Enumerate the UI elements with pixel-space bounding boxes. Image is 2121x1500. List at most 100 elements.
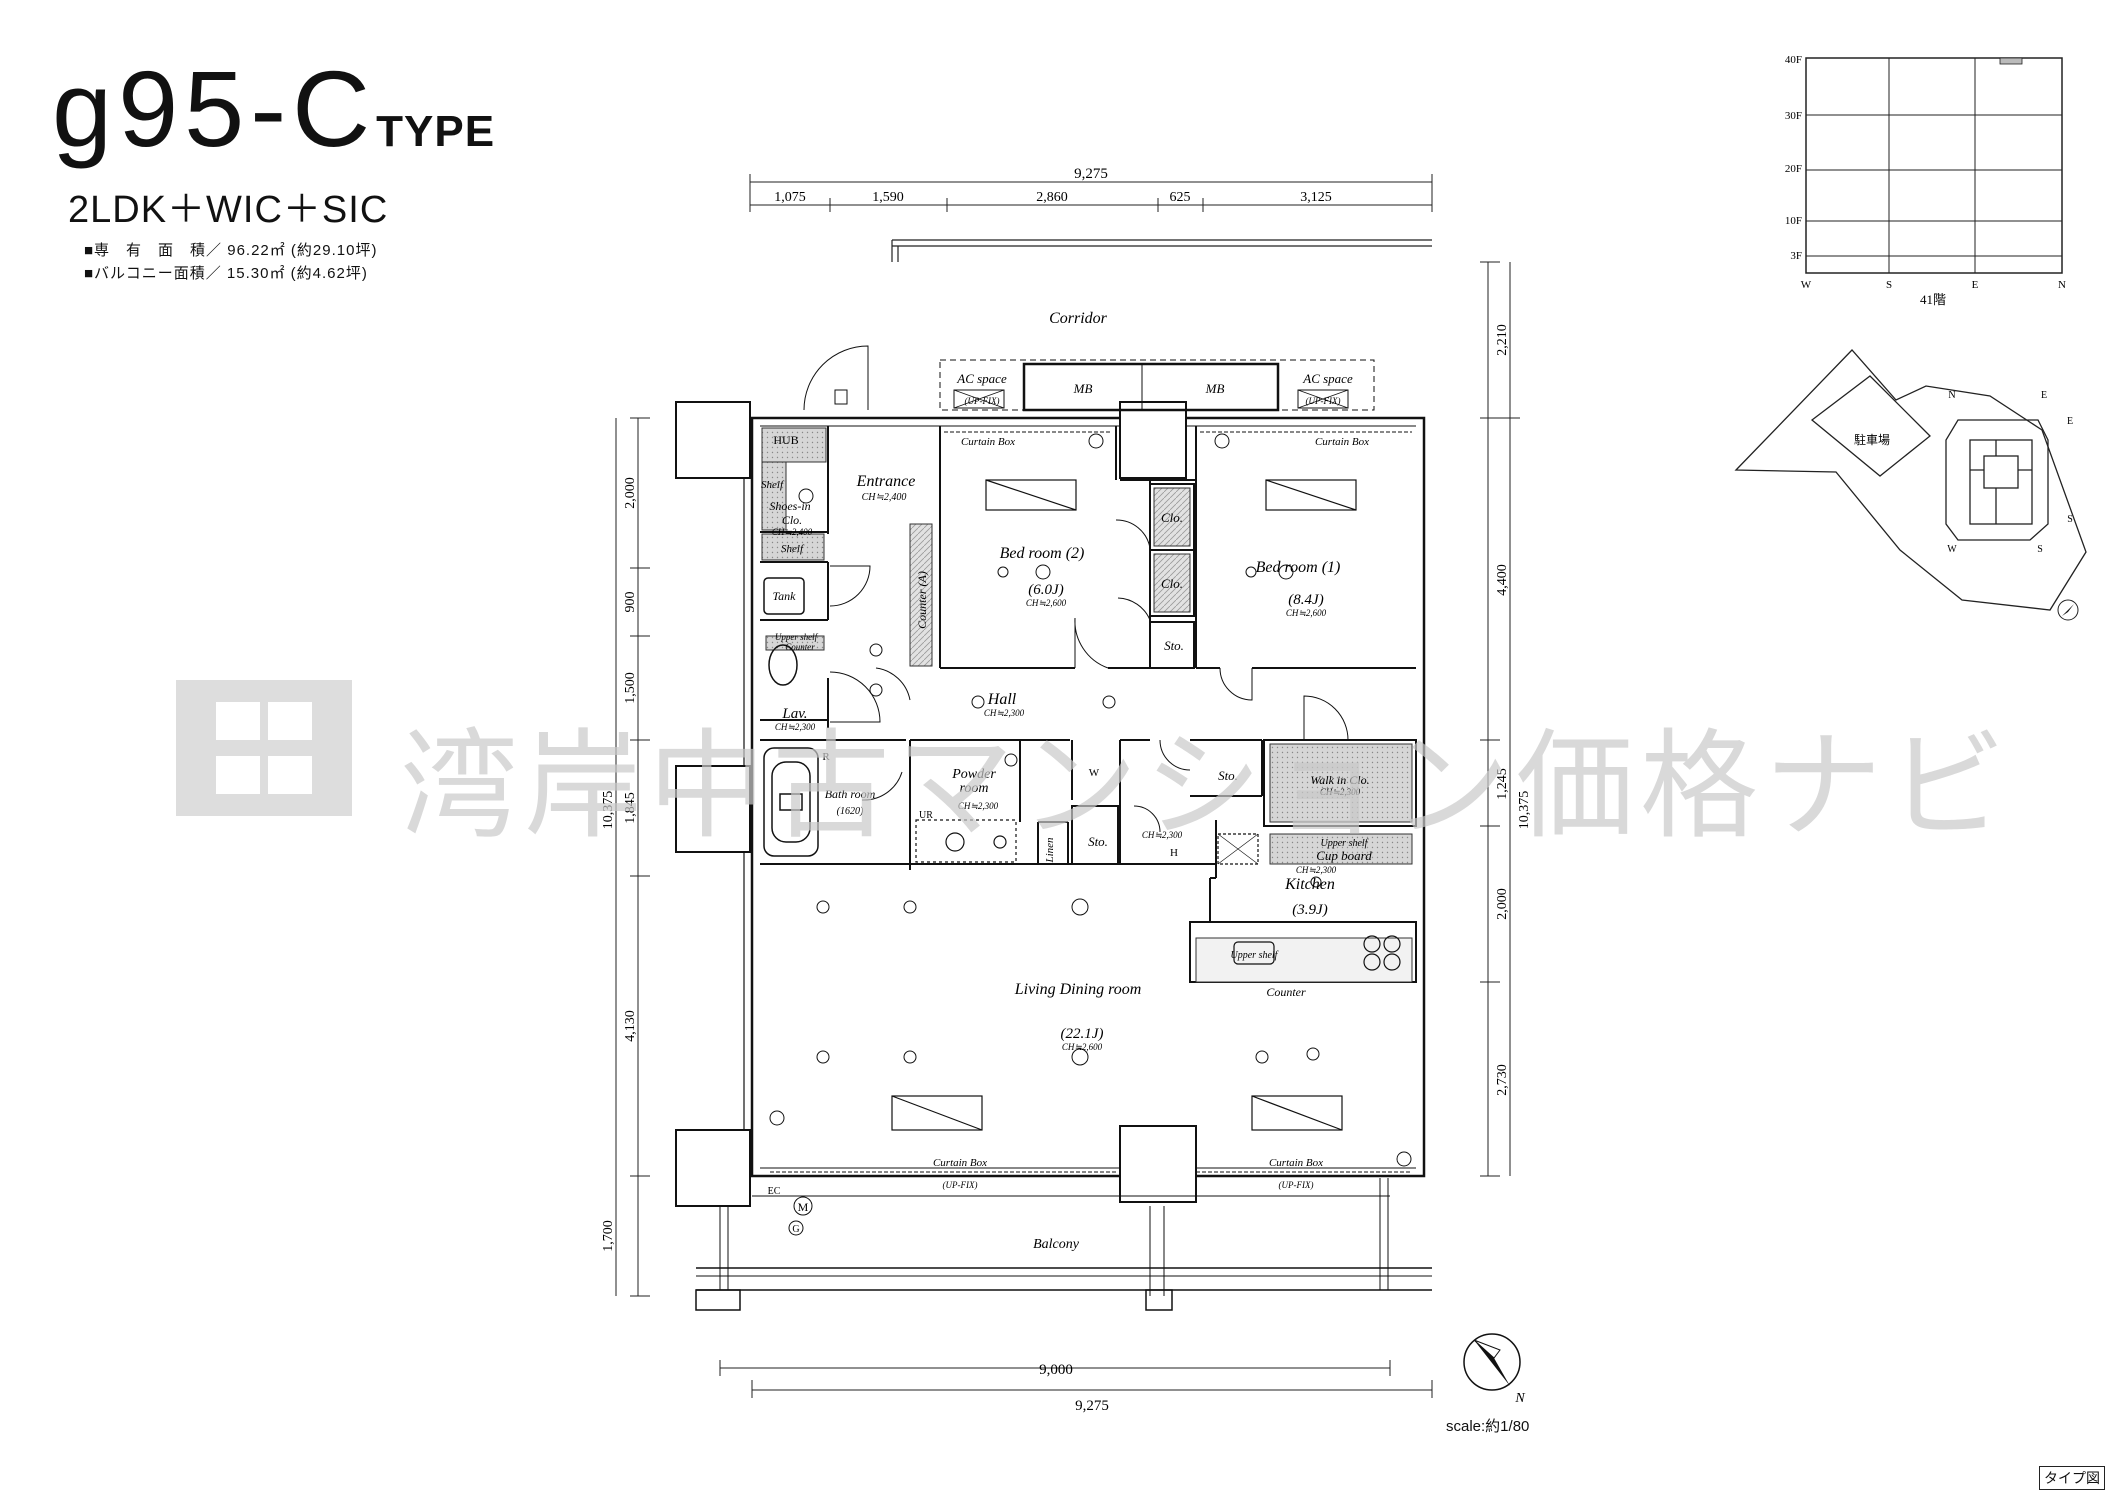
upper-shelf-lav: Upper shelf xyxy=(775,632,819,642)
parking-label: 駐車場 xyxy=(1854,432,1890,447)
bath-size: (1620) xyxy=(837,806,864,817)
dim-right-total: 10,375 xyxy=(1517,791,1532,830)
upfix-living-right: (UP-FIX) xyxy=(1279,1180,1314,1190)
area-private: ■専 有 面 積／ 96.22㎡ (約29.10坪) xyxy=(84,242,378,259)
floor-30f: 30F xyxy=(1785,110,1802,122)
dim-top-seg-3: 2,860 xyxy=(1036,190,1068,205)
ac-upfix-left: (UP-FIX) xyxy=(965,396,1000,406)
key-plan-site xyxy=(1734,349,2087,611)
ac-units xyxy=(891,479,1357,1131)
kitchen-equipment xyxy=(1217,833,1401,971)
balcony-area xyxy=(695,1178,1432,1311)
g-symbol: G xyxy=(792,1224,799,1235)
shelf-label-2: Shelf xyxy=(781,543,805,555)
left-dimensions xyxy=(615,417,650,1297)
clo-label-1: Clo. xyxy=(1161,510,1183,525)
living-size: (22.1J) xyxy=(1061,1026,1104,1042)
powder-label: Powder xyxy=(951,767,996,782)
shelf-label-1: Shelf xyxy=(761,479,785,491)
floor-41-label: 41階 xyxy=(1920,292,1946,307)
bed1-label: Bed room (1) xyxy=(1256,559,1341,576)
dim-bottom-inner: 9,000 xyxy=(1039,1362,1073,1378)
site-north-icon xyxy=(2057,599,2079,621)
upper-shelf-counter: Upper shelf xyxy=(1231,950,1279,961)
floor-20f: 20F xyxy=(1785,163,1802,175)
tank-label: Tank xyxy=(773,589,797,603)
curtain-boxes xyxy=(770,431,1412,1173)
upper-shelf-k: Upper shelf xyxy=(1321,838,1369,849)
meter-symbols xyxy=(769,433,1412,1236)
counter-kitchen: Counter xyxy=(1266,985,1306,999)
right-dimensions xyxy=(1480,261,1520,1177)
curtain-box-living-right: Curtain Box xyxy=(1269,1157,1323,1169)
corridor-wall xyxy=(891,239,1432,262)
dim-top-seg-5: 3,125 xyxy=(1300,190,1332,205)
walkin-label: Walk in Clo. xyxy=(1310,773,1369,787)
sto-label-2: Sto. xyxy=(1088,834,1108,849)
entrance-door[interactable] xyxy=(803,345,869,411)
walkin-ch: CH≒2,300 xyxy=(1320,787,1361,797)
type-diagram-tag: タイプ図 xyxy=(2039,1466,2105,1490)
entrance-label: Entrance xyxy=(856,473,916,490)
top-dimensions xyxy=(749,174,1433,212)
outer-walls xyxy=(750,416,1426,1178)
mb-label-1: MB xyxy=(1073,381,1093,396)
counter-a-label: Counter (A) xyxy=(915,571,929,629)
r-label: R xyxy=(822,751,830,763)
elev-dir-w: W xyxy=(1801,279,1812,291)
dim-top-seg-1: 1,075 xyxy=(774,190,806,205)
doors[interactable] xyxy=(829,519,1349,833)
sto-label-1: Sto. xyxy=(1164,638,1184,653)
site-dir-n: N xyxy=(1948,390,1955,401)
curtain-box-living-left: Curtain Box xyxy=(933,1157,987,1169)
bathtub xyxy=(763,747,819,857)
dim-right-5: 2,730 xyxy=(1495,1064,1510,1096)
watermark-text: 湾岸中古マンション価格ナビ xyxy=(400,717,2013,855)
dim-bottom-total: 9,275 xyxy=(1075,1398,1109,1414)
shoes-ch: CH≒2,400 xyxy=(772,527,813,537)
bed2-ch: CH≒2,600 xyxy=(1026,598,1067,608)
north-arrow-icon xyxy=(1463,1333,1521,1391)
ac-space-label-right: AC space xyxy=(1302,371,1353,386)
site-dir-s2: S xyxy=(2037,544,2043,555)
clo-label-2: Clo. xyxy=(1161,576,1183,591)
site-dir-w: W xyxy=(1947,544,1957,555)
toilet xyxy=(763,577,805,686)
scale-label: scale:約1/80 xyxy=(1446,1418,1530,1435)
m-symbol: M xyxy=(798,1200,809,1214)
shoes-clo-label: Clo. xyxy=(782,513,802,527)
ur-label: UR xyxy=(919,810,933,821)
lav-ch: CH≒2,300 xyxy=(775,722,816,732)
dim-left-4: 1,845 xyxy=(623,792,638,824)
ac-space-label-left: AC space xyxy=(956,371,1007,386)
dim-right-1: 2,210 xyxy=(1495,324,1510,356)
ac-mb-block xyxy=(939,359,1375,412)
sto-label-3: Sto. xyxy=(1218,768,1238,783)
elev-dir-e: E xyxy=(1972,279,1979,291)
hall-label: Hall xyxy=(987,691,1017,708)
dim-left-total: 10,375 xyxy=(601,791,616,830)
page-title: g95-CTYPE xyxy=(52,55,495,163)
mb-label-2: MB xyxy=(1205,381,1225,396)
bottom-dimensions xyxy=(719,1360,1433,1398)
dim-right-2: 4,400 xyxy=(1495,564,1510,596)
shaded-fixtures xyxy=(761,427,1413,983)
dim-right-3: 1,245 xyxy=(1495,768,1510,800)
linen-label: Linen xyxy=(1044,837,1056,864)
bed2-size: (6.0J) xyxy=(1028,582,1063,598)
ch-hall-2: CH≒2,300 xyxy=(1142,830,1183,840)
corridor-label: Corridor xyxy=(1049,310,1108,327)
dim-left-5: 4,130 xyxy=(623,1010,638,1042)
lav-label: Lav. xyxy=(781,706,807,722)
dim-left-3: 1,500 xyxy=(623,672,638,704)
balcony-label: Balcony xyxy=(1033,1237,1080,1252)
dim-left-6: 1,700 xyxy=(601,1220,616,1252)
room-labels: HUB Entrance CH≒2,400 Shelf Shoes-in Clo… xyxy=(761,433,1372,1252)
curtain-box-bed1: Curtain Box xyxy=(1315,436,1369,448)
columns xyxy=(675,401,1197,1207)
hub-label: HUB xyxy=(773,433,798,447)
layout-type: 2LDK＋WIC＋SIC xyxy=(68,189,389,231)
bath-label: Bath room xyxy=(825,787,876,801)
kitchen-ch: CH≒2,300 xyxy=(1296,865,1337,875)
